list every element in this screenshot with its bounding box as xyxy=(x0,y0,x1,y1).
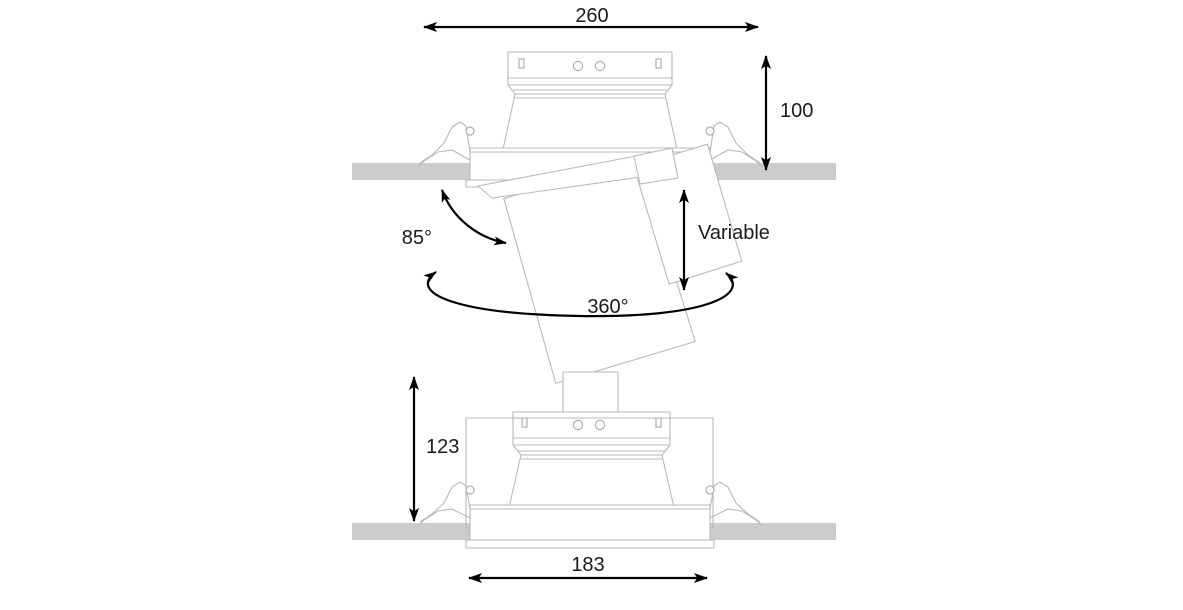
dimension-tilt-85: 85° xyxy=(402,189,507,249)
upper-view-group: 260 100 Variable 85° 360° xyxy=(352,5,836,385)
dimension-width-260: 260 xyxy=(423,5,759,32)
dimension-label-360: 360° xyxy=(587,296,628,318)
dimension-width-183: 183 xyxy=(468,554,708,583)
dimension-label-85: 85° xyxy=(402,227,432,249)
trim-flange-lower xyxy=(465,504,715,549)
driver-housing-lower xyxy=(512,411,671,456)
spring-clip-right-upper xyxy=(705,121,763,168)
dimension-label-183: 183 xyxy=(571,554,604,576)
dimension-label-260: 260 xyxy=(575,5,608,27)
spring-clip-left-lower xyxy=(417,481,475,527)
dimension-height-100: 100 xyxy=(761,55,813,171)
dimension-label-123: 123 xyxy=(426,436,459,458)
spring-clip-right-lower xyxy=(705,481,763,527)
stem-box-lower xyxy=(562,371,619,416)
dimension-label-100: 100 xyxy=(780,100,813,122)
spring-clip-left-upper xyxy=(417,121,475,168)
dimension-rotation-360: 360° xyxy=(423,271,739,318)
dimension-height-123: 123 xyxy=(409,376,459,522)
dimension-label-variable: Variable xyxy=(698,222,770,244)
lower-view-group: 123 183 xyxy=(352,371,836,583)
